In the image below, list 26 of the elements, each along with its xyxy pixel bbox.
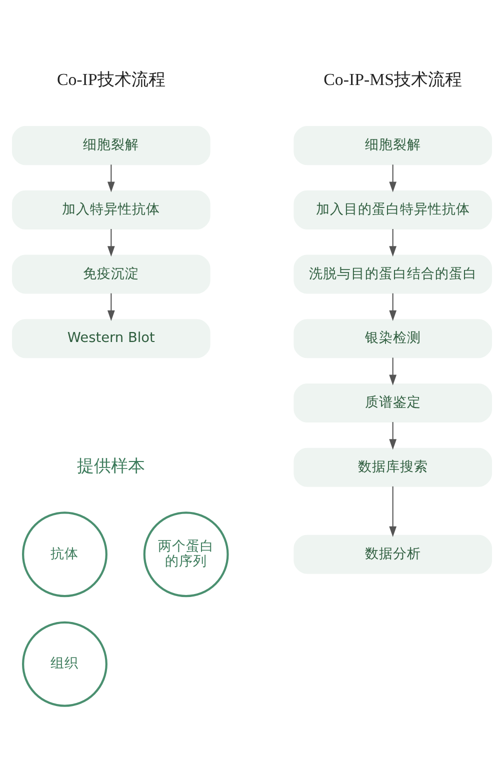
arrow — [389, 422, 397, 450]
node-box: 细胞裂解 — [294, 126, 492, 166]
node-box: 加入目的蛋白特异性抗体 — [294, 190, 492, 230]
node-box: 免疫沉淀 — [12, 254, 210, 294]
node-box: 数据分析 — [294, 534, 492, 574]
arrow — [389, 293, 397, 321]
node-circle: 抗体 — [22, 512, 108, 598]
node-box: 细胞裂解 — [12, 126, 210, 166]
arrow — [107, 164, 115, 192]
node-box: 加入特异性抗体 — [12, 190, 210, 230]
arrow — [389, 486, 397, 537]
label: Co-IP技术流程 — [56, 70, 166, 90]
node-box: Western Blot — [12, 319, 210, 358]
node-box: 洗脱与目的蛋白结合的蛋白 — [294, 254, 492, 294]
arrow — [107, 228, 115, 257]
label: 提供样本 — [77, 456, 146, 476]
label: Co-IP-MS技术流程 — [324, 70, 462, 90]
arrow — [107, 293, 115, 321]
arrow — [389, 228, 397, 257]
node-circle: 两个蛋白的序列 — [143, 512, 229, 598]
arrow — [389, 358, 397, 386]
arrow — [389, 164, 397, 192]
node-box: 质谱鉴定 — [294, 383, 492, 422]
node-box: 银染检测 — [294, 319, 492, 358]
node-box: 数据库搜索 — [294, 448, 492, 487]
node-circle: 组织 — [22, 621, 108, 707]
